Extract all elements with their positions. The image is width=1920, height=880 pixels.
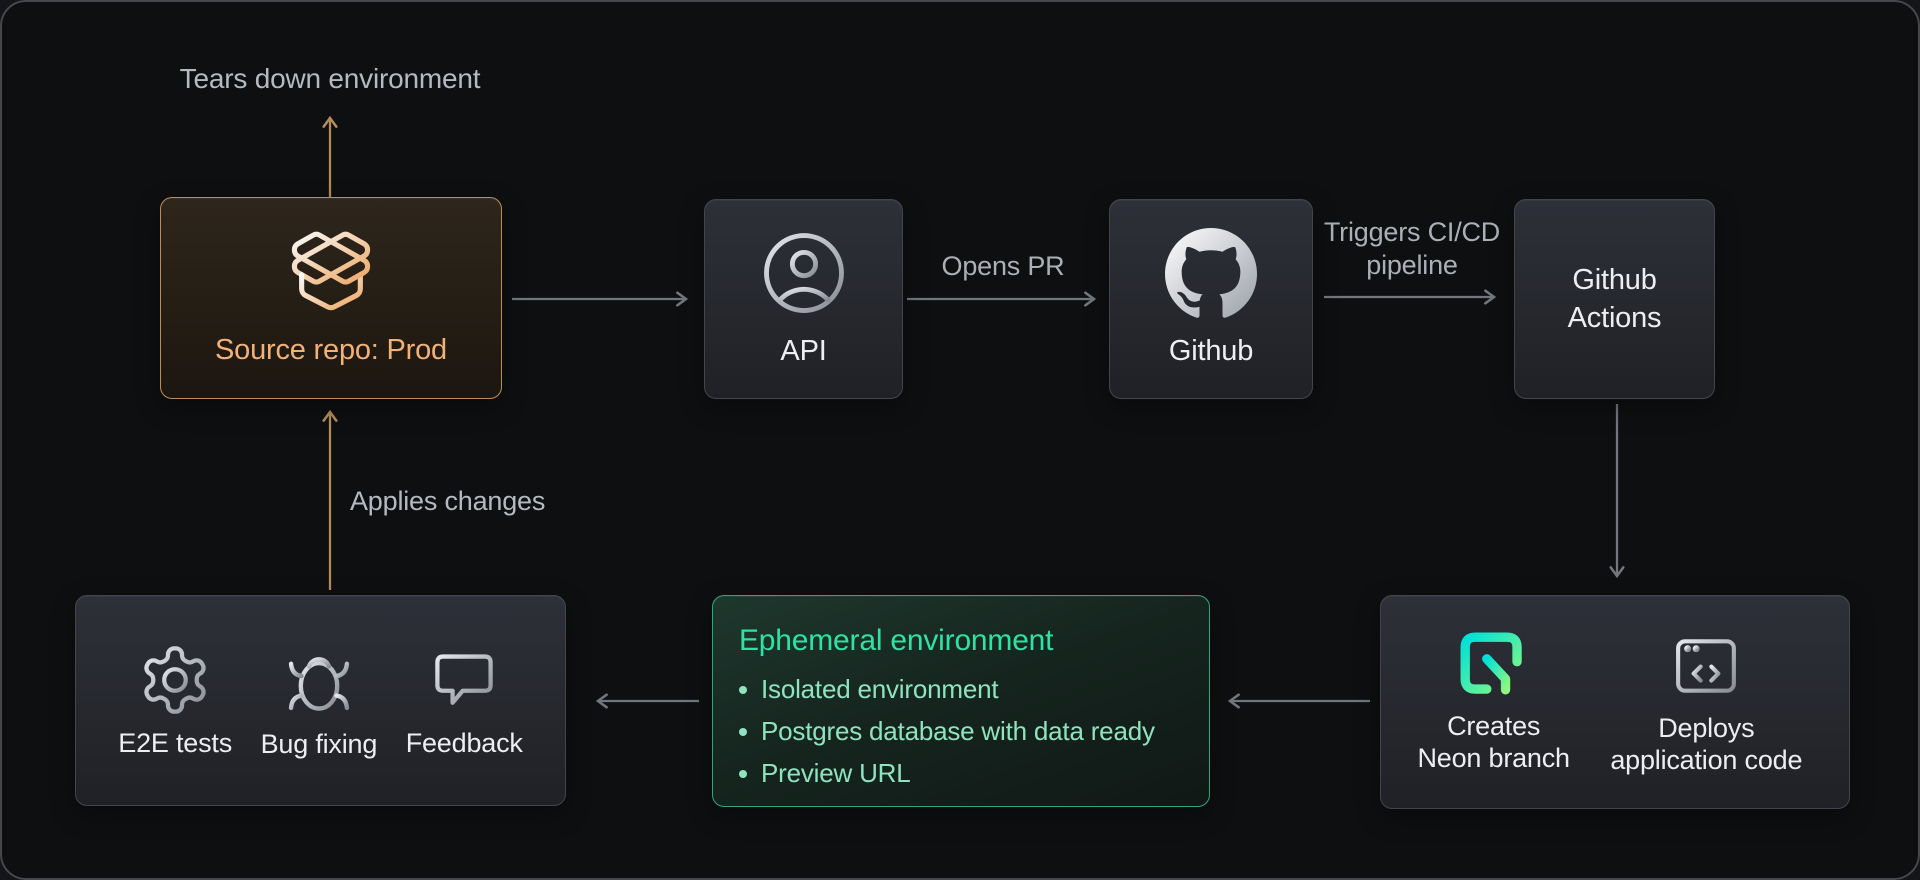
bullet-dot-icon — [739, 769, 747, 778]
neon-icon — [1458, 630, 1530, 702]
gear-icon — [137, 642, 213, 718]
pipeline-node: Creates Neon branch Dep — [1380, 595, 1850, 809]
browser-code-icon — [1668, 628, 1744, 704]
deploys-application-code-label: Deploys application code — [1610, 713, 1803, 775]
github-icon — [1165, 228, 1257, 320]
ephemeral-title: Ephemeral environment — [739, 624, 1054, 657]
github-actions-node: Github Actions — [1514, 199, 1715, 399]
github-node: Github — [1109, 199, 1313, 399]
ephemeral-environment-node: Ephemeral environment Isolated environme… — [712, 595, 1210, 807]
api-node: API — [704, 199, 903, 399]
deploys-application-code-item: Deploys application code — [1596, 628, 1816, 776]
github-actions-label: Github Actions — [1567, 264, 1662, 334]
creates-neon-branch-item: Creates Neon branch — [1414, 630, 1574, 774]
bullet-dot-icon — [739, 685, 747, 694]
ephemeral-bullet: Preview URL — [739, 758, 1155, 789]
ephemeral-bullet: Isolated environment — [739, 674, 1155, 705]
tears-down-label: Tears down environment — [179, 63, 481, 94]
applies-changes-label: Applies changes — [350, 486, 546, 516]
opens-pr-label: Opens PR — [941, 251, 1065, 281]
api-label: API — [780, 335, 827, 367]
e2e-tests-label: E2E tests — [118, 728, 233, 758]
ephemeral-bullet-list: Isolated environment Postgres database w… — [739, 674, 1155, 800]
e2e-tests-item: E2E tests — [118, 642, 232, 759]
feedback-item: Feedback — [406, 642, 523, 759]
validation-node: E2E tests — [75, 595, 566, 806]
bug-icon — [280, 641, 358, 719]
bug-fixing-item: Bug fixing — [260, 641, 378, 760]
bullet-dot-icon — [739, 727, 747, 736]
triggers-cicd-label: Triggers CI/CD pipeline — [1323, 217, 1501, 280]
ephemeral-bullet: Postgres database with data ready — [739, 716, 1155, 747]
feedback-label: Feedback — [405, 728, 523, 758]
bug-fixing-label: Bug fixing — [260, 729, 378, 759]
source-repo-label: Source repo: Prod — [215, 334, 447, 366]
message-icon — [426, 642, 502, 718]
source-repo-node: Source repo: Prod — [160, 197, 502, 399]
package-open-icon — [287, 227, 375, 315]
user-circle-icon — [759, 228, 849, 318]
github-label: Github — [1168, 335, 1254, 367]
creates-neon-branch-label: Creates Neon branch — [1417, 711, 1570, 773]
